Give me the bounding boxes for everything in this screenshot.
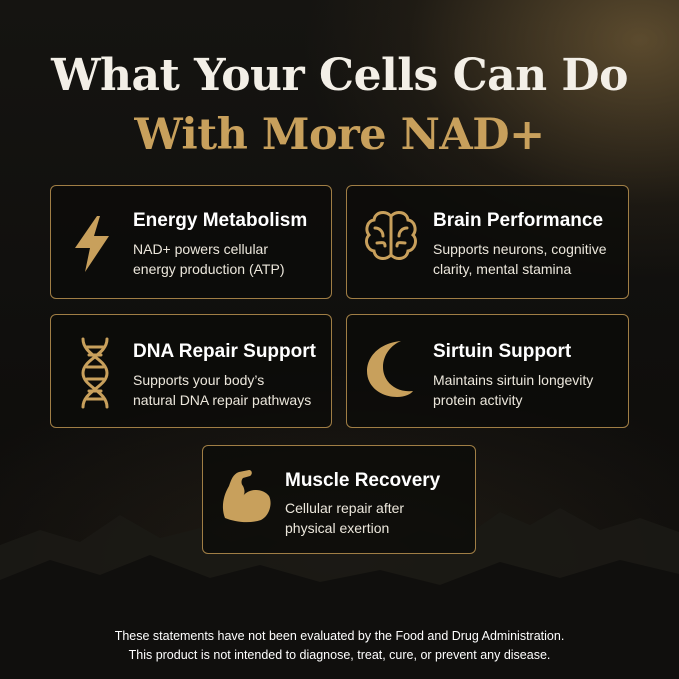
fda-disclaimer: These statements have not been evaluated…: [0, 627, 679, 665]
card-description-line-1: Supports your body’s: [133, 372, 265, 388]
dna-helix-icon: [81, 337, 109, 409]
card-description-line-2: physical exertion: [285, 520, 390, 536]
card-title: Muscle Recovery: [285, 470, 441, 491]
card-description-line-1: Maintains sirtuin longevity: [433, 372, 594, 388]
disclaimer-line-1: These statements have not been evaluated…: [114, 629, 565, 643]
card-description-line-2: protein activity: [433, 392, 523, 408]
card-description-line-1: NAD+ powers cellular: [133, 241, 268, 257]
card-muscle-recovery: Muscle Recovery Cellular repair after ph…: [202, 445, 476, 554]
card-dna-repair-support: DNA Repair Support Supports your body’s …: [50, 314, 332, 428]
card-title: Energy Metabolism: [133, 210, 308, 231]
crescent-moon-icon: [367, 341, 413, 397]
card-title: DNA Repair Support: [133, 341, 316, 362]
card-description-line-2: clarity, mental stamina: [433, 261, 572, 277]
card-title: Sirtuin Support: [433, 341, 572, 362]
lightning-bolt-icon: [75, 216, 109, 272]
disclaimer-line-2: This product is not intended to diagnose…: [128, 648, 551, 662]
headline-line-1: What Your Cells Can Do: [51, 50, 628, 101]
card-description-line-1: Cellular repair after: [285, 500, 405, 516]
card-energy-metabolism: Energy Metabolism NAD+ powers cellular e…: [50, 185, 332, 299]
headline-line-2: With More NAD+: [134, 110, 545, 160]
brain-icon: [365, 211, 417, 260]
card-brain-performance: Brain Performance Supports neurons, cogn…: [346, 185, 629, 299]
card-description-line-2: natural DNA repair pathways: [133, 392, 312, 408]
card-description-line-1: Supports neurons, cognitive: [433, 241, 607, 257]
card-description-line-2: energy production (ATP): [133, 261, 285, 277]
mountain-silhouette: [0, 508, 679, 679]
flexed-arm-icon: [222, 470, 271, 523]
card-sirtuin-support: Sirtuin Support Maintains sirtuin longev…: [346, 314, 629, 428]
card-title: Brain Performance: [433, 210, 604, 231]
